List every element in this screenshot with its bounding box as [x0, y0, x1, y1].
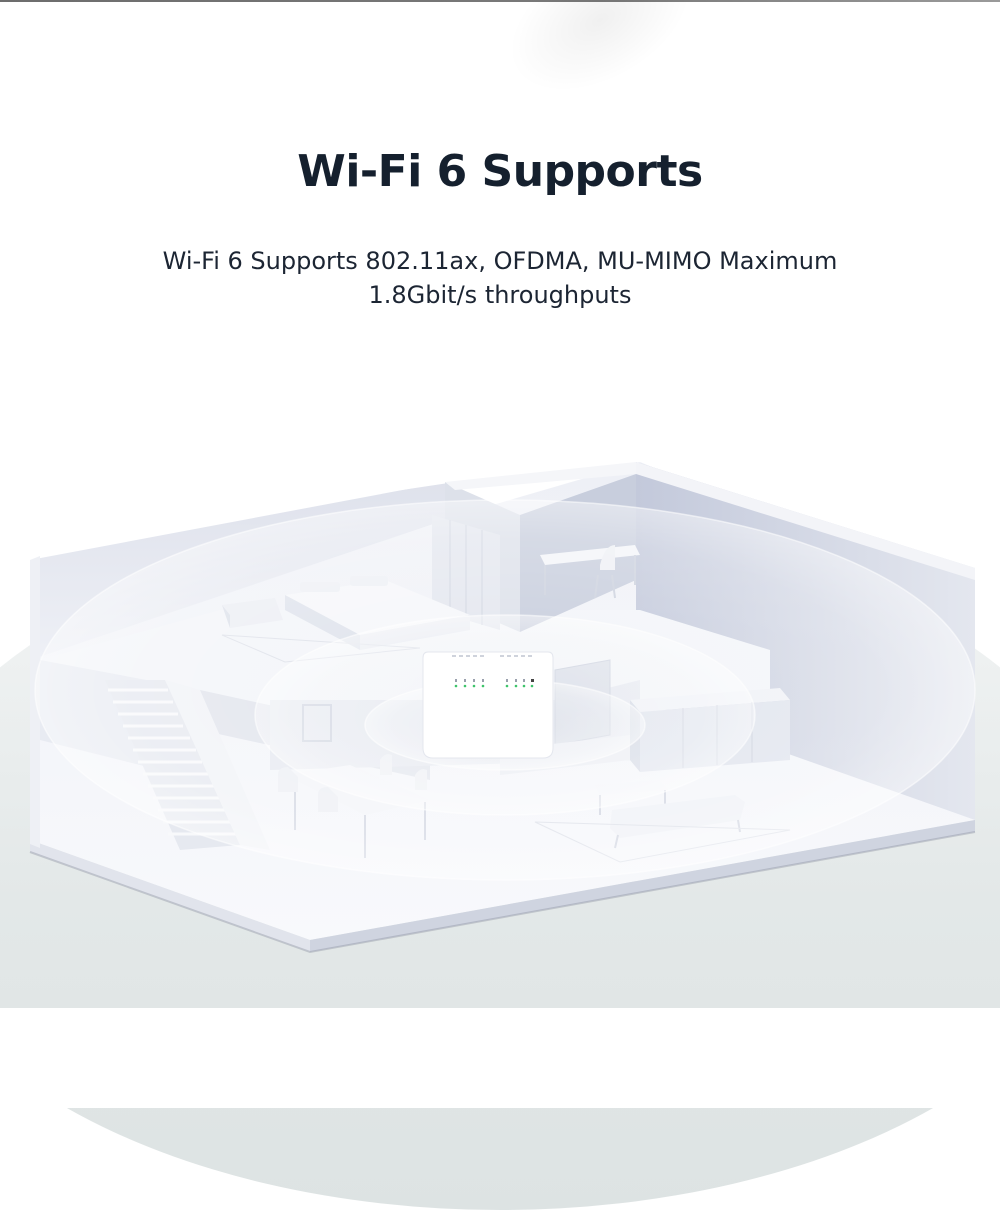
wifi-router — [422, 651, 554, 759]
slab-edge-shadow — [29, 831, 976, 954]
page-title: Wi-Fi 6 Supports — [297, 146, 703, 197]
house-illustration — [28, 462, 976, 954]
subtitle-line-1: Wi-Fi 6 Supports 802.11ax, OFDMA, MU-MIM… — [162, 247, 838, 275]
page-subtitle: Wi-Fi 6 Supports 802.11ax, OFDMA, MU-MIM… — [0, 244, 1000, 312]
ground-disc-mask — [0, 1008, 1000, 1108]
top-divider — [0, 0, 1000, 2]
subtitle-line-2: 1.8Gbit/s throughputs — [368, 281, 632, 309]
